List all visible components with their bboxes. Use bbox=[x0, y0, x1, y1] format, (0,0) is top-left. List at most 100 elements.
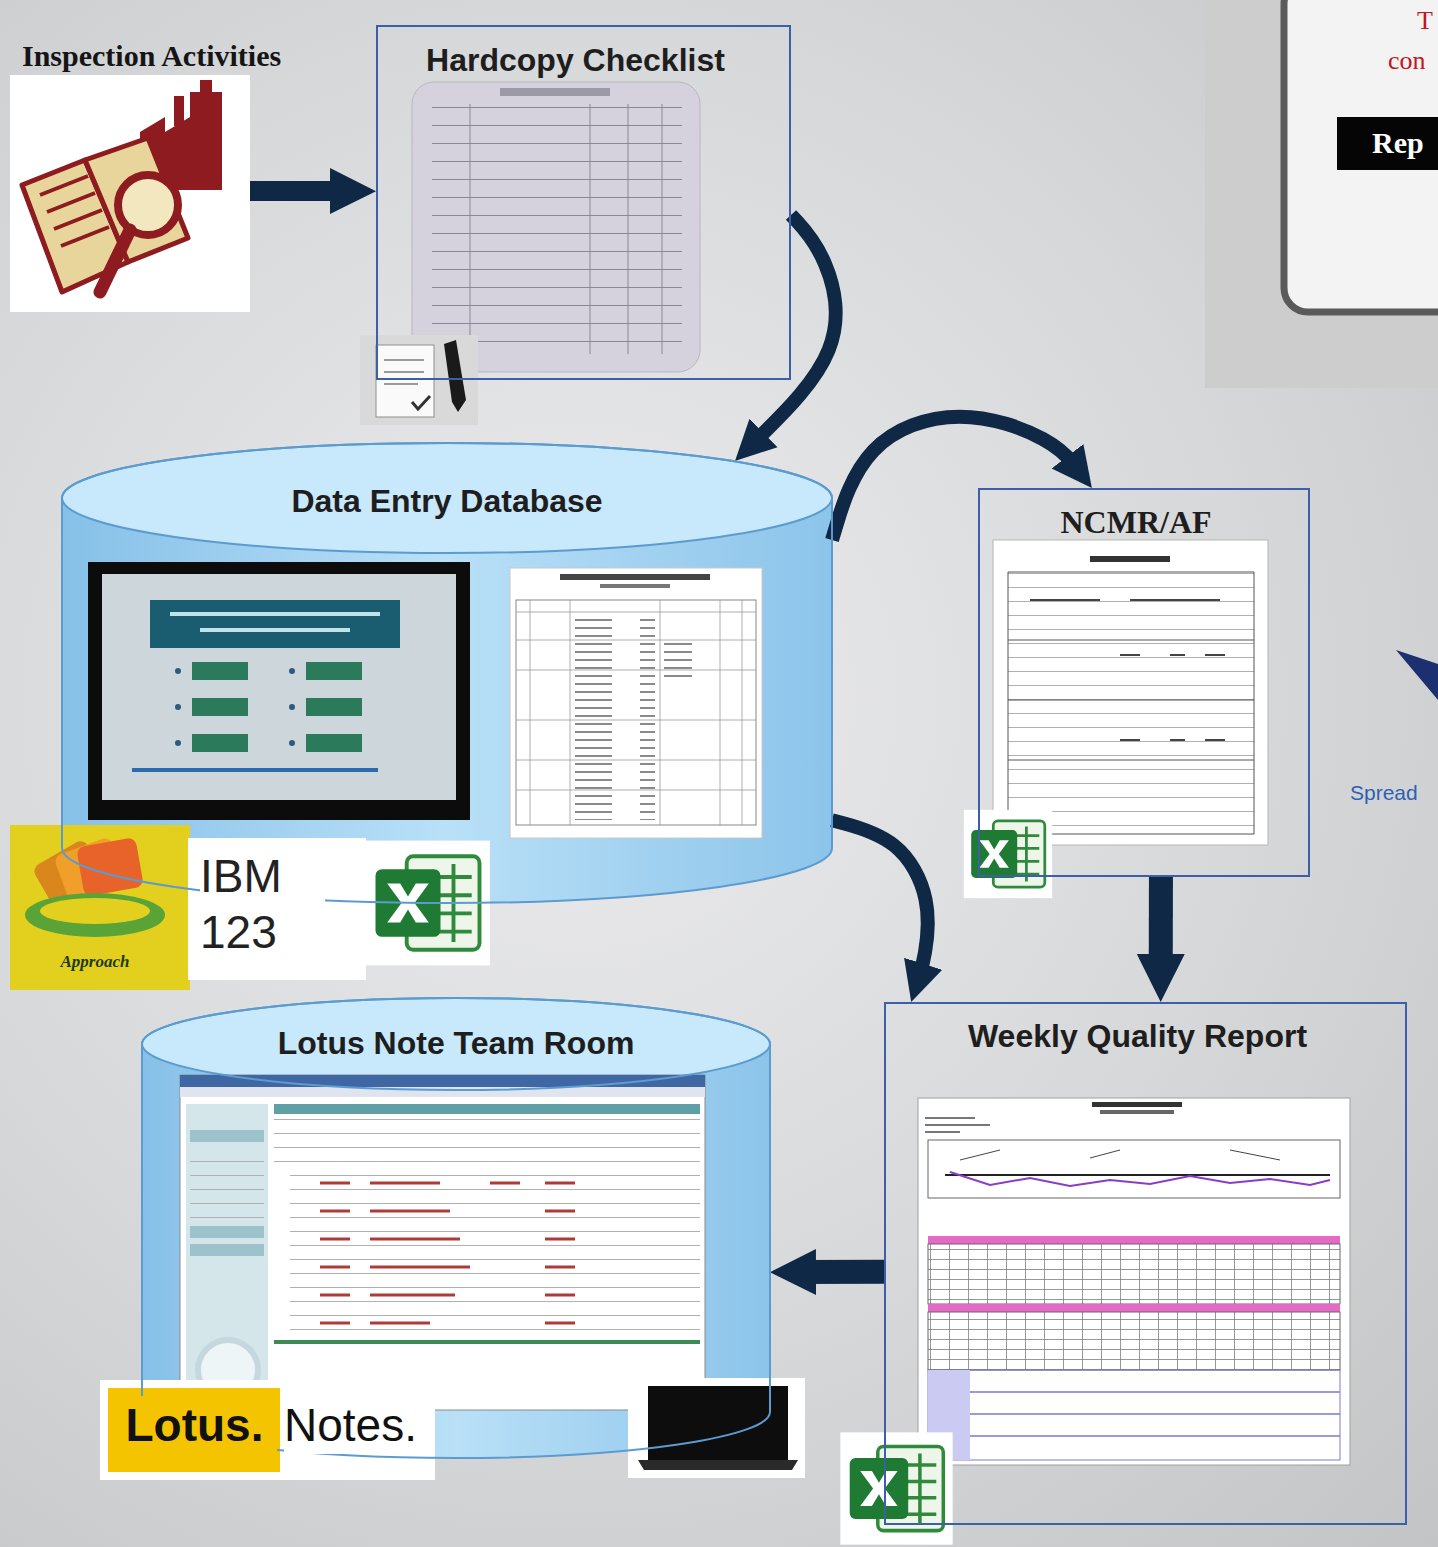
flow-arrow bbox=[1149, 877, 1173, 973]
approach-logo bbox=[25, 893, 165, 937]
spreadsheet-icon bbox=[840, 1432, 952, 1544]
checklist-icon bbox=[384, 360, 424, 384]
cut-off-text: con bbox=[1388, 46, 1426, 76]
cylinder-outline bbox=[62, 443, 832, 553]
checklist-form bbox=[516, 600, 756, 825]
cut-off-arrow bbox=[1396, 650, 1438, 700]
logo-text: Lotus. bbox=[112, 1396, 277, 1454]
entry-screen-photo bbox=[150, 600, 400, 648]
quality-report-sheet bbox=[960, 1150, 1280, 1160]
team-room-screenshot bbox=[320, 1183, 575, 1323]
quality-report-sheet bbox=[950, 1172, 1330, 1186]
checklist-form bbox=[600, 584, 670, 588]
cylinder-outline bbox=[142, 998, 770, 1458]
quality-report-sheet bbox=[970, 1392, 1340, 1436]
entry-screen-photo bbox=[175, 704, 181, 710]
entry-screen-photo bbox=[306, 698, 362, 716]
lotus-logo bbox=[108, 1388, 280, 1472]
checklist-form bbox=[560, 574, 710, 580]
checklist-photo bbox=[412, 82, 700, 372]
inspection-icon bbox=[10, 75, 250, 312]
entry-screen-photo bbox=[192, 698, 248, 716]
approach-logo bbox=[10, 825, 190, 990]
cut-off-panel bbox=[1205, 0, 1438, 388]
checklist-form bbox=[516, 600, 756, 825]
entry-screen-photo bbox=[175, 740, 181, 746]
cylinder-outline bbox=[62, 443, 832, 903]
team-room-screenshot bbox=[274, 1104, 700, 1114]
ncmr-form bbox=[993, 540, 1268, 845]
logo-ground bbox=[188, 838, 366, 980]
team-room-screenshot bbox=[190, 1130, 264, 1142]
cut-off-panel bbox=[1337, 117, 1438, 170]
inspection-icon bbox=[85, 138, 188, 262]
flow-arrow bbox=[798, 1260, 884, 1284]
laptop-icon bbox=[638, 1460, 798, 1470]
checklist-form bbox=[575, 615, 655, 820]
cylinder-outline bbox=[142, 998, 770, 1458]
database-cylinder: Data Entry DatabaseApproachIBM 123 bbox=[62, 443, 832, 903]
ncmr-form bbox=[1090, 556, 1170, 562]
entry-screen-photo bbox=[175, 668, 181, 674]
logo-text: Approach bbox=[20, 950, 170, 974]
entry-screen-photo bbox=[88, 562, 470, 820]
database-title: Data Entry Database bbox=[180, 480, 714, 522]
inspection-icon bbox=[100, 230, 130, 292]
ncmr-form bbox=[993, 540, 1268, 845]
entry-screen-photo bbox=[289, 668, 295, 674]
laptop-icon bbox=[628, 1378, 805, 1478]
logo-text: IBM 123 bbox=[200, 848, 325, 962]
flow-arrow bbox=[832, 820, 928, 979]
icon-node: Inspection Activities bbox=[10, 75, 250, 312]
cut-off-text: Rep bbox=[1372, 125, 1424, 161]
entry-screen-photo bbox=[192, 734, 248, 752]
entry-screen-photo bbox=[289, 740, 295, 746]
team-room-screenshot bbox=[274, 1340, 700, 1344]
quality-report-sheet bbox=[928, 1304, 1340, 1312]
box-title: Hardcopy Checklist bbox=[382, 40, 769, 80]
entry-screen-photo bbox=[170, 614, 380, 630]
checklist-photo bbox=[470, 104, 662, 354]
ncmr-form bbox=[1008, 572, 1254, 834]
cut-off-text: T bbox=[1417, 6, 1433, 36]
team-room-screenshot bbox=[190, 1226, 264, 1238]
checklist-form bbox=[510, 568, 762, 838]
cut-off-panel bbox=[1284, 0, 1438, 312]
quality-report-sheet bbox=[945, 1174, 1330, 1176]
approach-logo bbox=[10, 825, 190, 990]
laptop-icon bbox=[628, 1378, 805, 1478]
logo-ground bbox=[188, 838, 366, 980]
checklist-icon bbox=[412, 396, 430, 409]
checklist-form bbox=[664, 640, 718, 680]
spreadsheet-icon bbox=[840, 1432, 952, 1544]
cut-off-text: Spread bbox=[1350, 780, 1418, 806]
checklist-photo bbox=[432, 104, 682, 354]
lotus-logo bbox=[100, 1380, 435, 1480]
inspection-icon bbox=[10, 75, 250, 312]
team-room-screenshot bbox=[180, 1075, 705, 1410]
team-room-screenshot bbox=[180, 1087, 705, 1097]
process-box: Hardcopy Checklist bbox=[376, 25, 791, 380]
lotus-logo bbox=[100, 1380, 435, 1480]
team-room-screenshot bbox=[180, 1075, 705, 1410]
box-title: NCMR/AF bbox=[984, 502, 1288, 542]
checklist-photo bbox=[500, 88, 610, 96]
quality-report-sheet bbox=[928, 1312, 1340, 1370]
quality-report-sheet bbox=[918, 1098, 1350, 1465]
entry-screen-photo bbox=[306, 734, 362, 752]
laptop-icon bbox=[648, 1386, 788, 1460]
cut-off-arrow bbox=[1396, 650, 1438, 700]
team-room-screenshot bbox=[274, 1118, 700, 1168]
cylinder-fill bbox=[62, 443, 832, 553]
team-room-screenshot bbox=[186, 1104, 268, 1404]
flow-arrow bbox=[250, 181, 348, 201]
database-title: Lotus Note Team Room bbox=[200, 1022, 712, 1064]
ncmr-form bbox=[1008, 572, 1254, 834]
checklist-form bbox=[510, 568, 762, 838]
team-room-screenshot bbox=[190, 1244, 264, 1256]
quality-report-sheet bbox=[928, 1244, 1340, 1304]
checklist-icon bbox=[376, 345, 434, 417]
ncmr-form bbox=[1030, 600, 1225, 740]
